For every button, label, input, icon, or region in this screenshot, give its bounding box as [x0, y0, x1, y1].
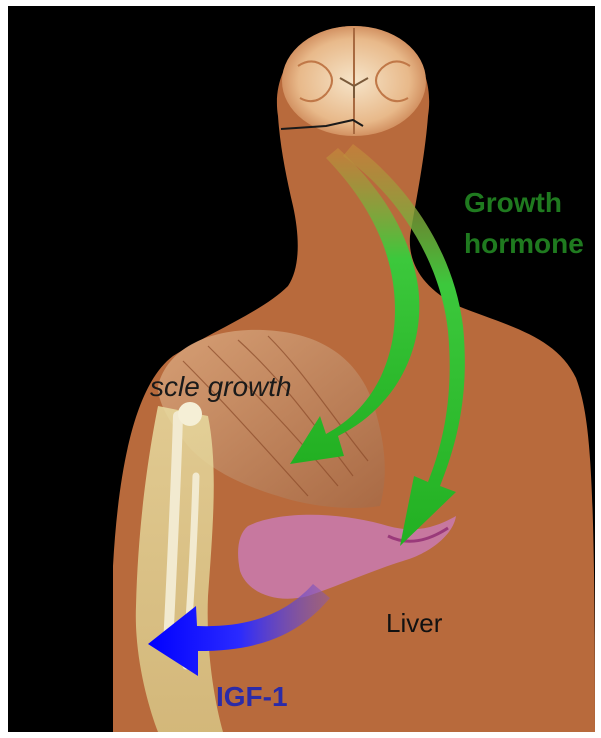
growth-hormone-label-line2: hormone	[464, 228, 584, 260]
liver-label: Liver	[386, 608, 442, 639]
brain-illustration	[281, 26, 426, 136]
muscle-growth-label: scle growth	[150, 371, 292, 403]
igf1-label: IGF-1	[216, 681, 288, 713]
anatomy-illustration	[8, 6, 595, 732]
diagram-canvas: Growth hormone scle growth Liver IGF-1	[8, 6, 595, 732]
growth-hormone-label-line1: Growth	[464, 187, 562, 219]
